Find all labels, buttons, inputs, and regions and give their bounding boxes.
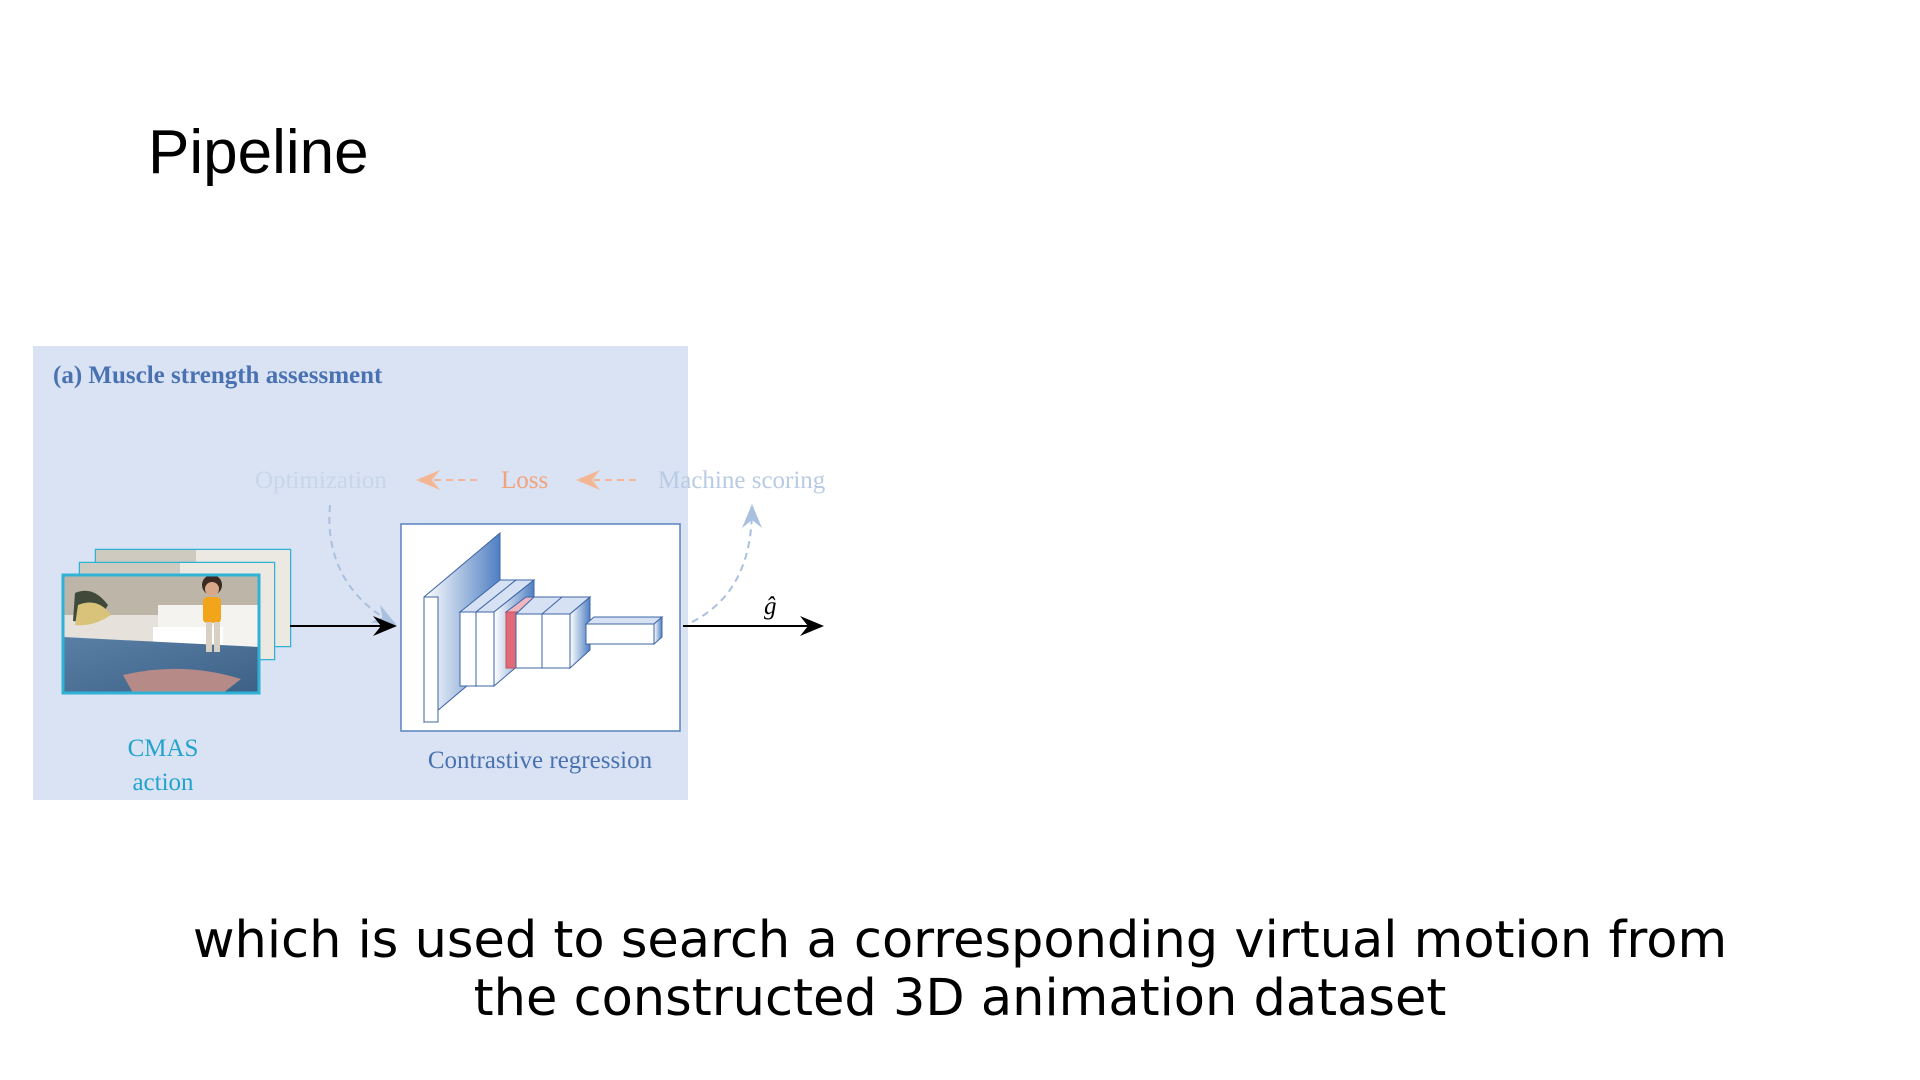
arrow-output-to-scoring xyxy=(691,504,762,623)
slide-title: Pipeline xyxy=(148,118,369,187)
machine-scoring-label: Machine scoring xyxy=(658,467,826,494)
output-score-label: ĝ xyxy=(764,593,777,620)
loss-label: Loss xyxy=(501,467,548,494)
cmas-label: CMAS xyxy=(128,735,199,762)
network-layers xyxy=(423,531,664,724)
caption-line-2: the constructed 3D animation dataset xyxy=(473,969,1447,1028)
optimization-label: Optimization xyxy=(255,467,387,494)
arrow-optimization-to-model xyxy=(328,504,397,625)
action-label: action xyxy=(132,769,194,796)
subtitle-caption: which is used to search a corresponding … xyxy=(0,912,1920,1028)
caption-line-1: which is used to search a corresponding … xyxy=(192,911,1728,970)
contrastive-regression-label: Contrastive regression xyxy=(428,747,653,774)
panel-title: (a) Muscle strength assessment xyxy=(53,362,383,389)
cmas-video-frames xyxy=(61,548,292,695)
